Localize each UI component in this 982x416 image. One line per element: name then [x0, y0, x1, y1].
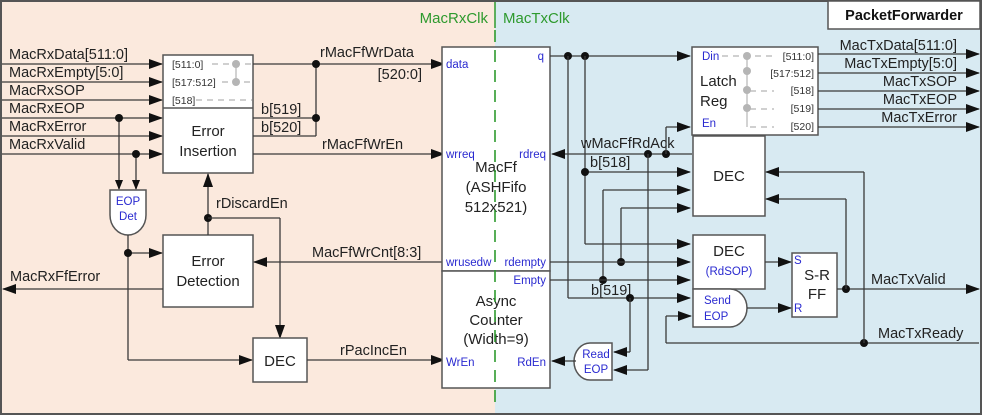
async-counter-label: (Width=9) — [463, 331, 528, 348]
error-detection-label: Error — [191, 253, 224, 270]
error-insertion-label: Error — [191, 123, 224, 140]
output-mactxempty: MacTxEmpty[5:0] — [844, 56, 957, 72]
async-counter-block: Empty Async Counter (Width=9) WrEn RdEn — [441, 270, 551, 389]
port-s: S — [794, 255, 802, 267]
dec-tx-label: DEC — [713, 168, 745, 185]
port-data: data — [446, 59, 469, 71]
eop-det-label: EOP — [116, 196, 141, 208]
async-counter-label: Counter — [469, 312, 522, 329]
port-en: En — [702, 118, 716, 130]
output-mactxvalid: MacTxValid — [871, 272, 946, 288]
latch-reg-block: Din En Latch Reg [511:0] [517:512] [518]… — [691, 46, 819, 136]
send-eop-label: EOP — [704, 311, 729, 323]
bit-slot: [520] — [791, 121, 814, 133]
port-rden: RdEn — [517, 357, 546, 369]
signal-wr-data: rMacFfWrData — [320, 45, 415, 61]
bit-slot: [517:512] — [172, 77, 216, 89]
error-detection-block: Error Detection — [162, 234, 254, 308]
dec-tx-block: DEC — [692, 135, 766, 217]
macff-label: (ASHFifo — [466, 179, 527, 196]
port-wrreq: wrreq — [445, 149, 475, 161]
output-mactxdata: MacTxData[511:0] — [840, 38, 957, 54]
signal-discard-en: rDiscardEn — [216, 196, 288, 212]
error-insertion-block: [511:0] [517:512] [518] Error Insertion — [162, 54, 254, 174]
send-eop-label: Send — [704, 295, 731, 307]
read-eop-label: EOP — [584, 364, 609, 376]
junction-dot — [115, 114, 123, 122]
port-r: R — [794, 303, 802, 315]
junction-dot — [124, 249, 132, 257]
bit-slot: [511:0] — [783, 51, 814, 63]
port-rdreq: rdreq — [519, 149, 546, 161]
signal-pac-inc-en: rPacIncEn — [340, 343, 407, 359]
macff-label: 512x521) — [465, 199, 528, 216]
bit-slot: [518] — [172, 95, 195, 107]
port-rdempty: rdempty — [504, 257, 546, 269]
junction-dot — [312, 114, 320, 122]
send-eop-gate: Send EOP — [692, 288, 748, 328]
port-q: q — [538, 51, 544, 63]
signal-b520: b[520] — [261, 120, 301, 136]
eop-det-gate: EOP Det — [109, 189, 147, 236]
sr-ff-block: S R S-R FF — [791, 252, 838, 318]
junction-dot — [312, 60, 320, 68]
dec-rdsop-label: DEC — [713, 243, 745, 260]
error-detection-label: Detection — [176, 273, 239, 290]
port-wren: WrEn — [446, 357, 475, 369]
sr-ff-label: S-R — [804, 267, 830, 284]
junction-dot — [132, 150, 140, 158]
output-macrxfferror: MacRxFfError — [10, 269, 100, 285]
port-empty: Empty — [513, 275, 546, 287]
port-din: Din — [702, 51, 719, 63]
bit-slot: [518] — [791, 85, 814, 97]
module-title: PacketForwarder — [827, 0, 981, 30]
signal-b519-tx: b[519] — [591, 283, 631, 299]
signal-rd-ack: wMacFfRdAck — [580, 136, 675, 152]
input-macrxsop: MacRxSOP — [9, 83, 85, 99]
output-mactxerror: MacTxError — [881, 110, 957, 126]
dec-rdsop-sub: (RdSOP) — [706, 266, 753, 278]
output-mactxsop: MacTxSOP — [883, 74, 957, 90]
signal-b518: b[518] — [590, 155, 630, 171]
eop-det-label: Det — [119, 211, 138, 223]
latch-reg-label: Latch — [700, 73, 737, 90]
bit-slot: [511:0] — [172, 59, 203, 71]
input-mactxready: MacTxReady — [878, 326, 964, 342]
error-insertion-label: Insertion — [179, 143, 237, 160]
bit-slot: [517:512] — [770, 68, 814, 80]
input-macrxeop: MacRxEOP — [9, 101, 85, 117]
tx-outputs: MacTxData[511:0] MacTxEmpty[5:0] MacTxSO… — [818, 38, 980, 132]
port-wrusedw: wrusedw — [445, 257, 492, 269]
rx-clock-label: MacRxClk — [420, 10, 489, 27]
signal-wr-cnt: MacFfWrCnt[8:3] — [312, 245, 421, 261]
dec-rdsop-block: DEC (RdSOP) — [692, 234, 766, 290]
read-eop-gate: Read EOP — [573, 342, 613, 381]
junction-dot — [581, 168, 589, 176]
input-macrxerror: MacRxError — [9, 119, 87, 135]
signal-wr-data-range: [520:0] — [378, 67, 422, 83]
macff-label: MacFf — [475, 159, 518, 176]
input-macrxdata: MacRxData[511:0] — [9, 47, 128, 63]
signal-wr-en: rMacFfWrEn — [322, 137, 403, 153]
rx-inputs: MacRxData[511:0] MacRxEmpty[5:0] MacRxSO… — [2, 47, 163, 159]
input-macrxvalid: MacRxValid — [9, 137, 85, 153]
dec-rx-block: DEC — [252, 337, 308, 383]
module-title-text: PacketForwarder — [845, 8, 963, 24]
signal-b519: b[519] — [261, 102, 301, 118]
bit-slot: [519] — [791, 103, 814, 115]
dec-rx-label: DEC — [264, 353, 296, 370]
read-eop-label: Read — [582, 349, 610, 361]
latch-reg-label: Reg — [700, 93, 728, 110]
sr-ff-label: FF — [808, 286, 826, 303]
input-macrxempty: MacRxEmpty[5:0] — [9, 65, 123, 81]
async-counter-label: Async — [476, 293, 517, 310]
tx-clock-label: MacTxClk — [503, 10, 570, 27]
output-mactxeop: MacTxEOP — [883, 92, 957, 108]
macff-block: data q wrreq rdreq wrusedw rdempty MacFf… — [441, 46, 551, 272]
